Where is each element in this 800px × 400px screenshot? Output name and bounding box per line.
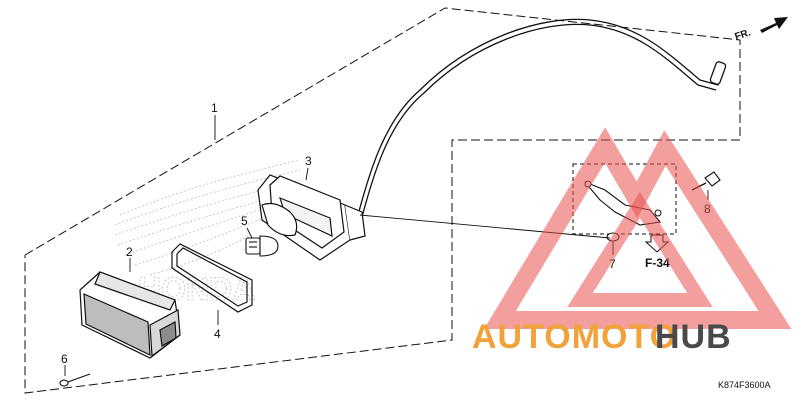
bulb: [245, 235, 279, 257]
direction-label: FR.: [734, 27, 753, 43]
light-housing: [257, 174, 366, 261]
lens: [79, 271, 181, 359]
watermark-triangle-icon: [484, 127, 792, 329]
callout-7: 7: [609, 257, 616, 271]
brand-part1: AUTOMOTO: [472, 318, 677, 356]
assembly-boundary: [24, 7, 741, 394]
callout-1: 1: [211, 101, 218, 115]
screw: [59, 373, 91, 387]
front-arrow-icon: [760, 17, 788, 33]
callout-4: 4: [214, 327, 221, 341]
wire-harness: [357, 18, 727, 218]
callout-2: 2: [126, 245, 133, 259]
gasket: [171, 243, 253, 313]
part-code: K874F3600A: [718, 380, 771, 390]
callout-6: 6: [61, 352, 68, 366]
brand-part2: HUB: [655, 318, 732, 356]
callout-5: 5: [241, 214, 248, 228]
section-ref: F-34: [645, 256, 670, 270]
callout-3: 3: [305, 154, 312, 168]
watermark-brand: AUTOMOTO HUB: [472, 318, 732, 356]
